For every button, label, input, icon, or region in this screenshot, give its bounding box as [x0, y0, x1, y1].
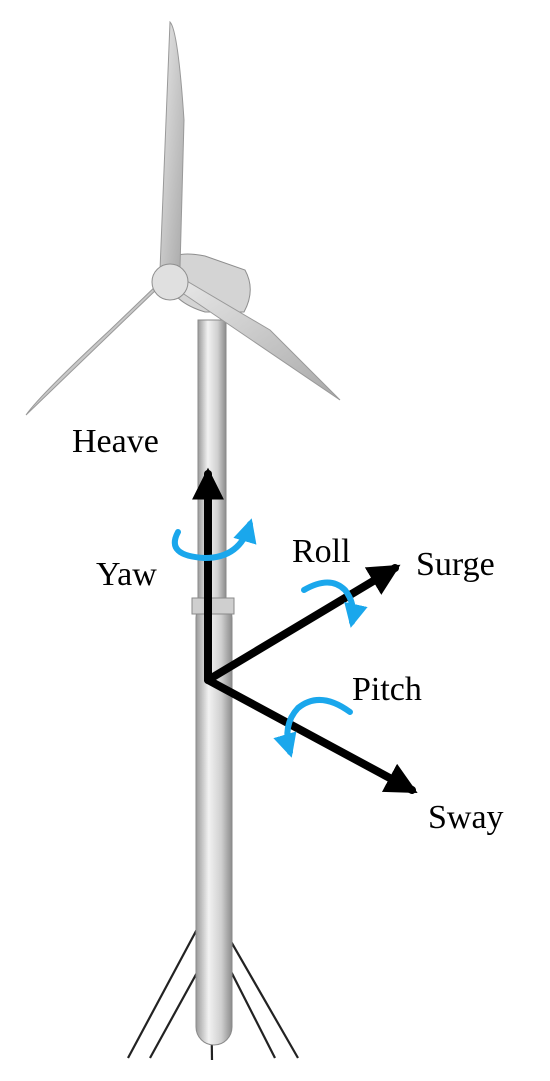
pitch-rotation-arrow: [273, 697, 353, 758]
sway-axis-arrow: [204, 676, 418, 794]
hub: [151, 263, 189, 301]
heave-label: Heave: [72, 423, 159, 460]
roll-label: Roll: [292, 533, 351, 570]
rotation-arrows: [171, 518, 368, 758]
translation-axes: [192, 467, 418, 794]
rotor-blades: [25, 20, 341, 416]
surge-axis-arrow: [204, 564, 401, 684]
blade-right: [174, 279, 341, 401]
surge-label: Surge: [416, 546, 495, 583]
roll-rotation-arrow: [301, 579, 368, 628]
yaw-rotation-arrow: [171, 518, 257, 562]
blade-up: [159, 20, 185, 271]
blade-left: [25, 281, 161, 416]
pitch-label: Pitch: [352, 671, 422, 708]
sway-label: Sway: [428, 799, 504, 836]
yaw-label: Yaw: [96, 556, 157, 593]
